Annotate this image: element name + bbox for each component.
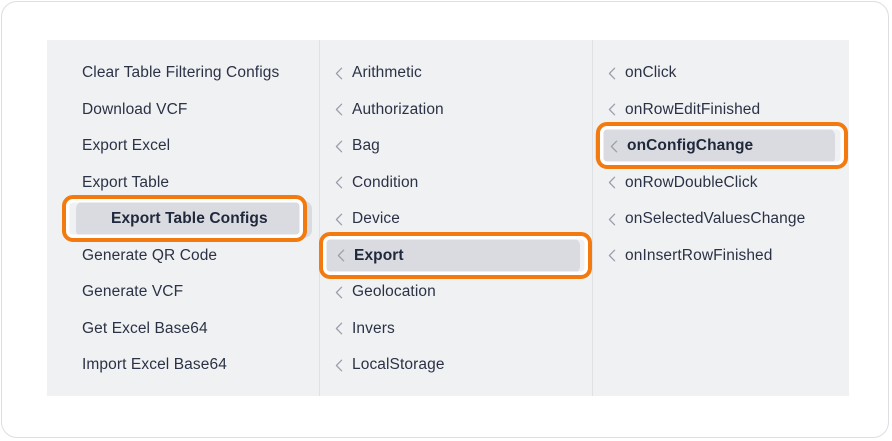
menu-item-authorization[interactable]: Authorization <box>320 92 592 129</box>
menu-item-label: onConfigChange <box>627 137 754 155</box>
cascading-menu-panel: Clear Table Filtering Configs Download V… <box>47 40 849 396</box>
menu-item-invers[interactable]: Invers <box>320 311 592 348</box>
chevron-left-icon <box>608 67 625 80</box>
menu-item-onroweditfinished[interactable]: onRowEditFinished <box>593 92 849 129</box>
menu-item-label: Generate QR Code <box>82 246 218 264</box>
modules-column: Arithmetic Authorization Bag Condition D… <box>319 40 592 396</box>
chevron-left-icon <box>335 67 352 80</box>
menu-item-arithmetic[interactable]: Arithmetic <box>320 55 592 92</box>
menu-item-label: Export Table Configs <box>111 210 268 228</box>
menu-item-label: Export Table <box>82 173 170 191</box>
menu-item-condition[interactable]: Condition <box>320 165 592 202</box>
menu-item-label: Get Excel Base64 <box>82 319 208 337</box>
menu-item-label: Export <box>354 246 404 264</box>
events-column: onClick onRowEditFinished onConfigChange… <box>592 40 849 396</box>
menu-item-device[interactable]: Device <box>320 201 592 238</box>
menu-item-generate-qr-code[interactable]: Generate QR Code <box>47 238 319 275</box>
menu-item-label: Clear Table Filtering Configs <box>82 64 280 82</box>
chevron-left-icon <box>337 249 354 262</box>
menu-item-onselectedvalueschange[interactable]: onSelectedValuesChange <box>593 201 849 238</box>
chevron-left-icon <box>608 249 625 262</box>
menu-item-label: Geolocation <box>352 283 436 301</box>
menu-item-label: Device <box>352 210 400 228</box>
menu-item-label: onRowEditFinished <box>625 100 761 118</box>
menu-item-label: LocalStorage <box>352 356 445 374</box>
menu-item-label: Generate VCF <box>82 283 184 301</box>
menu-item-get-excel-base64[interactable]: Get Excel Base64 <box>47 311 319 348</box>
menu-item-label: Invers <box>352 319 395 337</box>
chevron-left-icon <box>608 103 625 116</box>
commands-column: Clear Table Filtering Configs Download V… <box>47 40 319 396</box>
menu-item-download-vcf[interactable]: Download VCF <box>47 92 319 129</box>
chevron-left-icon <box>335 286 352 299</box>
menu-item-onrowdoubleclick[interactable]: onRowDoubleClick <box>593 165 849 202</box>
menu-item-generate-vcf[interactable]: Generate VCF <box>47 274 319 311</box>
menu-item-onconfigchange[interactable]: onConfigChange <box>595 128 835 165</box>
menu-item-label: Import Excel Base64 <box>82 356 227 374</box>
menu-item-label: Download VCF <box>82 100 188 118</box>
menu-item-oninsertrowfinished[interactable]: onInsertRowFinished <box>593 238 849 275</box>
menu-item-label: onSelectedValuesChange <box>625 210 806 228</box>
menu-item-label: Condition <box>352 173 419 191</box>
chevron-left-icon <box>335 103 352 116</box>
chevron-left-icon <box>335 322 352 335</box>
menu-item-localstorage[interactable]: LocalStorage <box>320 347 592 384</box>
menu-item-label: onInsertRowFinished <box>625 246 773 264</box>
menu-item-export-excel[interactable]: Export Excel <box>47 128 319 165</box>
menu-item-label: Bag <box>352 137 380 155</box>
menu-item-label: Arithmetic <box>352 64 422 82</box>
menu-item-import-excel-base64[interactable]: Import Excel Base64 <box>47 347 319 384</box>
menu-item-label: onRowDoubleClick <box>625 173 758 191</box>
menu-item-clear-table-filtering-configs[interactable]: Clear Table Filtering Configs <box>47 55 319 92</box>
menu-item-onclick[interactable]: onClick <box>593 55 849 92</box>
chevron-left-icon <box>608 213 625 226</box>
chevron-left-icon <box>335 176 352 189</box>
menu-item-label: Export Excel <box>82 137 171 155</box>
chevron-left-icon <box>608 176 625 189</box>
menu-item-geolocation[interactable]: Geolocation <box>320 274 592 311</box>
chevron-left-icon <box>335 359 352 372</box>
chevron-left-icon <box>610 140 627 153</box>
chevron-left-icon <box>335 213 352 226</box>
menu-item-export[interactable]: Export <box>322 237 580 274</box>
menu-item-label: Authorization <box>352 100 444 118</box>
menu-item-bag[interactable]: Bag <box>320 128 592 165</box>
chevron-left-icon <box>335 140 352 153</box>
menu-item-export-table-configs[interactable]: Export Table Configs <box>76 201 312 238</box>
menu-item-label: onClick <box>625 64 677 82</box>
menu-item-export-table[interactable]: Export Table <box>47 165 319 202</box>
